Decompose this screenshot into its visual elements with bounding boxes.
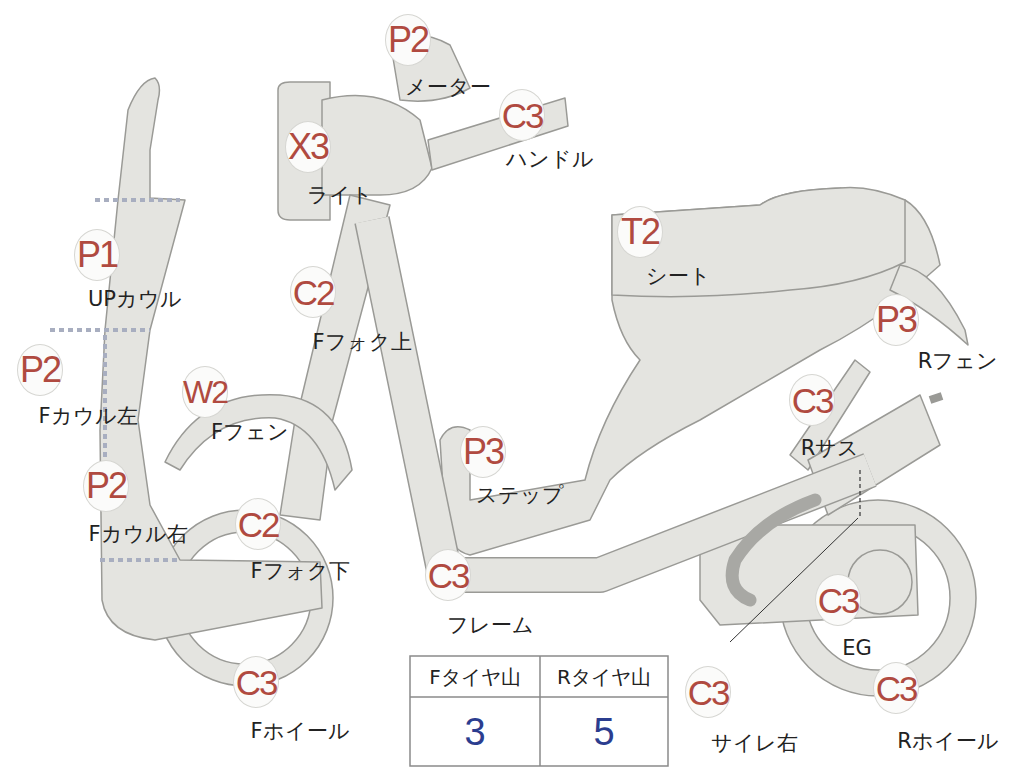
damage-code: P2 xyxy=(86,468,126,504)
part-name: Fフェン xyxy=(211,421,289,444)
callout-circle: P1UPカウル xyxy=(74,229,120,281)
callout-ring: C3 xyxy=(685,666,731,718)
callout-circle: C2Fフォク下 xyxy=(235,498,281,550)
callout-ring: C3 xyxy=(425,549,471,601)
part-name: シート xyxy=(646,265,711,288)
part-name: Rホイール xyxy=(897,730,999,753)
table-cell: Fタイヤ山 xyxy=(429,667,521,687)
callout-circle: P3Rフェン xyxy=(873,294,919,346)
damage-code: C3 xyxy=(818,583,859,618)
table-cell: Rタイヤ山 xyxy=(557,667,651,687)
damage-code: X3 xyxy=(288,129,328,165)
part-name: UPカウル xyxy=(88,288,182,311)
part-name: ステップ xyxy=(476,484,564,507)
callout-circle: W2Fフェン xyxy=(182,366,228,418)
table-cell: 3 xyxy=(464,713,485,751)
callout-ring: C2 xyxy=(290,266,336,318)
table-cell: 5 xyxy=(593,713,614,751)
part-name: フレーム xyxy=(447,614,534,637)
callout-circle: T2シート xyxy=(617,206,663,258)
callout-circle: X3ライト xyxy=(285,121,331,173)
callout-circle: P2Fカウル右 xyxy=(83,460,129,512)
callout-ring: W2 xyxy=(182,366,228,418)
callout-circle: C3ハンドル xyxy=(499,89,545,141)
callout-circle: C2Fフォク上 xyxy=(290,266,336,318)
part-name: Rサス xyxy=(801,437,860,460)
callout-ring: P1 xyxy=(74,229,120,281)
damage-code: C3 xyxy=(236,665,277,700)
callout-ring: P2 xyxy=(385,14,431,66)
damage-code: C3 xyxy=(876,671,917,706)
damage-code: C2 xyxy=(238,507,279,542)
damage-code: C3 xyxy=(792,383,833,418)
callout-ring: P3 xyxy=(460,426,506,478)
part-name: ハンドル xyxy=(506,148,594,171)
part-name: Fフォク下 xyxy=(250,560,349,583)
damage-code: C3 xyxy=(502,98,543,133)
callout-ring: C3 xyxy=(873,662,919,714)
callout-ring: P3 xyxy=(873,294,919,346)
part-name: ライト xyxy=(307,184,373,207)
damage-code: C3 xyxy=(428,558,469,593)
part-name: Fカウル右 xyxy=(88,523,187,546)
callout-ring: X3 xyxy=(285,121,331,173)
callout-ring: C3 xyxy=(815,574,861,626)
callout-circle: C3フレーム xyxy=(425,549,471,601)
callout-ring: C3 xyxy=(499,89,545,141)
callout-circle: C3Fホイール xyxy=(233,656,279,708)
part-name: Fカウル左 xyxy=(38,405,137,428)
damage-code: W2 xyxy=(183,376,227,408)
part-name: メーター xyxy=(405,76,491,99)
callout-circle: P2Fカウル左 xyxy=(17,344,63,396)
callout-ring: T2 xyxy=(617,206,663,258)
damage-code: P2 xyxy=(388,22,428,58)
part-name: EG xyxy=(842,637,872,660)
callout-circle: C3サイレ右 xyxy=(685,666,731,718)
damage-code: P3 xyxy=(876,302,916,338)
part-name: Fフォク上 xyxy=(312,331,411,354)
callout-ring: C3 xyxy=(789,374,835,426)
damage-code: P3 xyxy=(463,434,503,470)
callout-circle: C3Rサス xyxy=(789,374,835,426)
damage-code: C2 xyxy=(293,275,334,310)
callout-circle: P3ステップ xyxy=(460,426,506,478)
callout-ring: C3 xyxy=(233,656,279,708)
callout-circle: C3Rホイール xyxy=(873,662,919,714)
callout-circle: C3EG xyxy=(815,574,861,626)
callout-ring: P2 xyxy=(17,344,63,396)
damage-code: T2 xyxy=(621,214,659,250)
callout-circle: P2メーター xyxy=(385,14,431,66)
tyre-table xyxy=(410,656,668,766)
damage-code: C3 xyxy=(688,675,729,710)
damage-code: P1 xyxy=(77,237,117,273)
callout-ring: C2 xyxy=(235,498,281,550)
callout-ring: P2 xyxy=(83,460,129,512)
part-name: サイレ右 xyxy=(711,732,798,755)
part-name: Rフェン xyxy=(918,350,999,373)
part-name: Fホイール xyxy=(250,720,349,743)
damage-code: P2 xyxy=(20,352,60,388)
